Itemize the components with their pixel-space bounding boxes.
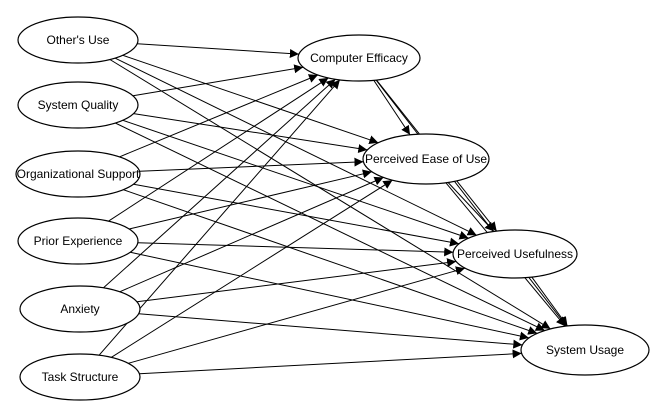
edge-perceived-usefulness-to-system-usage <box>531 276 568 327</box>
node-others-use-label: Other's Use <box>47 33 110 47</box>
edge-prior-experience-to-perceived-usefulness <box>137 242 454 257</box>
node-perceived-ease-of-use: Perceived Ease of Use <box>362 133 490 185</box>
edge-anxiety-to-system-usage <box>138 313 523 349</box>
edge-task-structure-to-perceived-usefulness <box>128 266 466 364</box>
edge-others-use-to-system-usage <box>109 59 551 330</box>
nodes: Other's Use System Quality Organizationa… <box>15 16 650 401</box>
node-task-structure: Task Structure <box>19 353 141 401</box>
edge-system-quality-to-perceived-usefulness <box>122 119 469 240</box>
edge-task-structure-to-system-usage <box>139 349 522 375</box>
edge-perceived-ease-of-use-to-perceived-usefulness <box>447 182 495 232</box>
node-computer-efficacy-label: Computer Efficacy <box>310 51 408 65</box>
node-others-use: Other's Use <box>17 16 139 64</box>
edge-system-quality-to-system-usage <box>115 122 546 332</box>
node-system-quality: System Quality <box>17 81 139 129</box>
node-system-usage-label: System Usage <box>546 343 624 357</box>
node-perceived-usefulness-label: Perceived Usefulness <box>457 247 573 261</box>
edge-organizational-support-to-computer-efficacy <box>119 74 319 158</box>
node-anxiety-label: Anxiety <box>60 302 99 316</box>
edge-prior-experience-to-system-usage <box>130 251 530 341</box>
edge-computer-efficacy-to-system-usage <box>375 79 567 327</box>
node-organizational-support: Organizational Support <box>15 150 141 198</box>
node-task-structure-label: Task Structure <box>42 370 119 384</box>
node-perceived-ease-of-use-label: Perceived Ease of Use <box>365 152 487 166</box>
node-system-quality-label: System Quality <box>38 98 119 112</box>
node-anxiety: Anxiety <box>19 285 141 333</box>
node-prior-experience: Prior Experience <box>17 217 139 265</box>
edge-task-structure-to-perceived-ease-of-use <box>110 179 393 358</box>
edge-prior-experience-to-computer-efficacy <box>108 77 329 222</box>
edges <box>98 43 568 375</box>
edge-system-quality-to-perceived-ease-of-use <box>133 113 368 153</box>
edge-organizational-support-to-perceived-usefulness <box>133 183 460 247</box>
edge-computer-efficacy-to-perceived-ease-of-use <box>373 80 411 136</box>
edge-anxiety-to-computer-efficacy <box>103 78 336 289</box>
node-prior-experience-label: Prior Experience <box>34 234 123 248</box>
edge-anxiety-to-perceived-ease-of-use <box>119 176 384 293</box>
edge-prior-experience-to-perceived-ease-of-use <box>128 169 372 230</box>
edge-organizational-support-to-perceived-ease-of-use <box>139 157 364 172</box>
edge-others-use-to-perceived-ease-of-use <box>122 54 379 145</box>
node-organizational-support-label: Organizational Support <box>17 167 140 181</box>
edge-others-use-to-perceived-usefulness <box>114 57 477 236</box>
node-perceived-usefulness: Perceived Usefulness <box>452 229 578 279</box>
node-computer-efficacy: Computer Efficacy <box>297 34 421 82</box>
edge-others-use-to-computer-efficacy <box>137 43 299 59</box>
edge-system-quality-to-computer-efficacy <box>132 64 304 97</box>
node-system-usage: System Usage <box>520 324 650 376</box>
edge-anxiety-to-perceived-usefulness <box>136 258 457 303</box>
